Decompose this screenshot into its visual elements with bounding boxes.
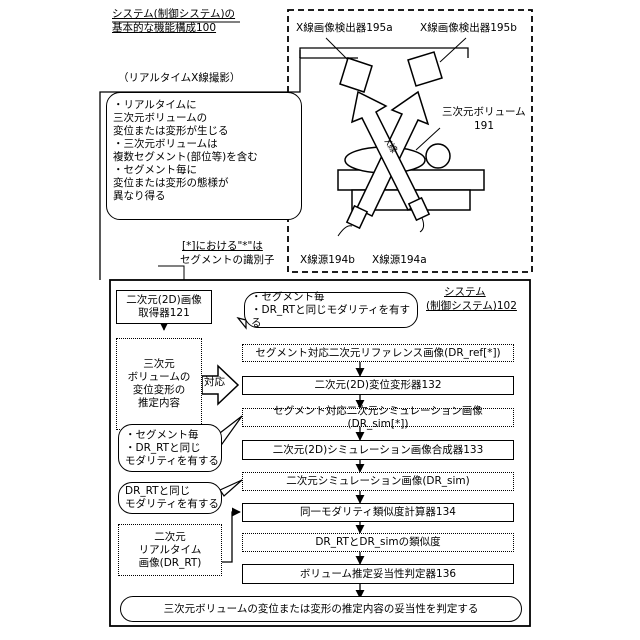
detector-b-leader [440,38,466,62]
correspond-label: 対応 [204,376,225,389]
left-note-2: DR_RTと同じ モダリティを有する [118,482,222,514]
estimate-content-box: 三次元 ボリュームの 変位変形の 推定内容 [116,338,202,430]
volume-label-line2: 191 [474,120,494,133]
detector-a-shape [340,58,372,92]
final-output-bubble: 三次元ボリュームの変位または変形の推定内容の妥当性を判定する [120,596,522,622]
volume-label-line1: 三次元ボリューム [442,106,526,119]
dr-sim-segment-box: セグメント対応二次元シミュレーション画像(DR_sim[*]) [242,408,514,427]
segment-note-line1: [*]における"*"は [182,240,263,253]
image-acquirer-line1: 二次元(2D)画像 [126,294,201,307]
image-acquirer-box: 二次元(2D)画像 取得器121 [116,290,212,324]
validity-judge-box: ボリューム推定妥当性判定器136 [242,564,514,584]
similarity-calc-box: 同一モダリティ類似度計算器134 [242,503,514,522]
image-acquirer-line2: 取得器121 [138,307,190,320]
realtime-image-box: 二次元 リアルタイム 画像(DR_RT) [118,524,222,576]
composer-box: 二次元(2D)シミュレーション画像合成器133 [242,440,514,460]
title-line2: 基本的な機能構成100 [112,22,216,35]
segment-note-line2: セグメントの識別子 [180,254,275,267]
detector-b-line [300,48,468,58]
similarity-box: DR_RTとDR_simの類似度 [242,533,514,552]
left-note-1: ・セグメント毎 ・DR_RTと同じ モダリティを有する [118,424,222,472]
deformer-box: 二次元(2D)変位変形器132 [242,376,514,395]
dr-sim-box: 二次元シミュレーション画像(DR_sim) [242,472,514,491]
detector-a-label: X線画像検出器195a [296,22,393,35]
source-a-label: X線源194a [372,254,427,267]
detector-b-shape [408,52,442,86]
top-note-bubble: ・セグメント毎 ・DR_RTと同じモダリティを有する [244,292,418,328]
system-label-line1: システム [444,286,486,299]
title-line1: システム(制御システム)の [112,8,235,21]
realtime-label: （リアルタイムX線撮影） [118,72,240,85]
detector-b-label: X線画像検出器195b [420,22,517,35]
imaging-area-frame [288,10,532,272]
dr-ref-box: セグメント対応二次元リファレンス画像(DR_ref[*]) [242,344,514,362]
source-b-label: X線源194b [300,254,355,267]
system-label-line2: (制御システム)102 [426,300,517,313]
realtime-notes-bubble: ・リアルタイムに 三次元ボリュームの 変位または変形が生じる ・三次元ボリューム… [106,92,302,220]
